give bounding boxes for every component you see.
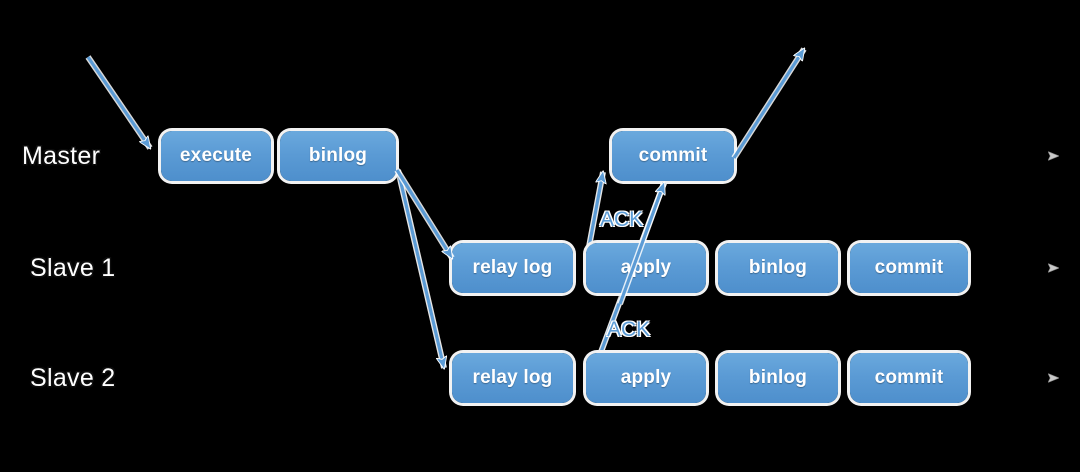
ack-label-slave1: ACK xyxy=(600,208,644,231)
node-slave1-binlog[interactable]: binlog xyxy=(718,243,838,293)
row-label-master: Master xyxy=(22,142,101,170)
node-master-commit[interactable]: commit xyxy=(612,131,734,181)
node-label: binlog xyxy=(748,257,808,278)
node-label: commit xyxy=(874,257,944,278)
node-master-execute[interactable]: execute xyxy=(161,131,271,181)
node-label: commit xyxy=(874,367,944,388)
node-slave2-binlog[interactable]: binlog xyxy=(718,353,838,403)
node-slave1-commit[interactable]: commit xyxy=(850,243,968,293)
node-slave2-apply[interactable]: apply xyxy=(586,353,706,403)
node-label: commit xyxy=(638,145,708,166)
node-label: relay log xyxy=(472,257,553,278)
row-label-slave1: Slave 1 xyxy=(30,254,116,282)
node-label: apply xyxy=(620,367,672,388)
node-label: relay log xyxy=(472,367,553,388)
node-label: binlog xyxy=(308,145,368,166)
node-label: binlog xyxy=(748,367,808,388)
row-label-slave2: Slave 2 xyxy=(30,364,116,392)
node-slave1-relay-log[interactable]: relay log xyxy=(452,243,573,293)
connector-slave1-ack-to-master-commit xyxy=(585,172,603,253)
node-slave2-relay-log[interactable]: relay log xyxy=(452,353,573,403)
ack-label-slave2: ACK xyxy=(607,318,651,341)
node-slave2-commit[interactable]: commit xyxy=(850,353,968,403)
node-slave1-apply[interactable]: apply xyxy=(586,243,706,293)
node-label: execute xyxy=(179,145,253,166)
node-label: apply xyxy=(620,257,672,278)
node-master-binlog[interactable]: binlog xyxy=(280,131,396,181)
